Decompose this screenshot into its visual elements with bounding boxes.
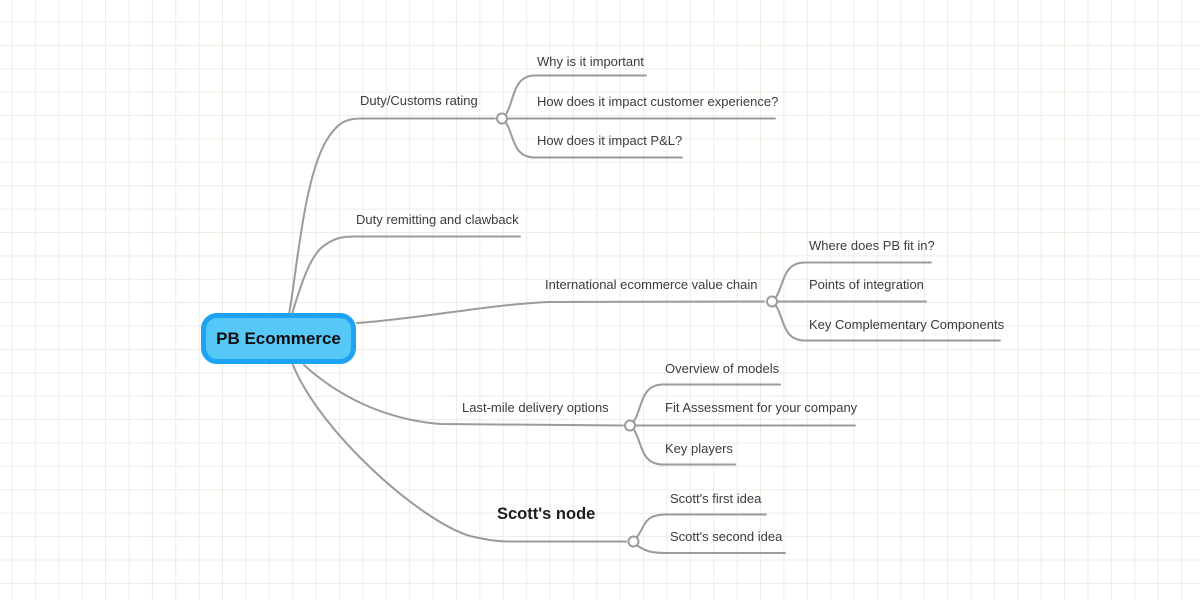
node-impact-pnl[interactable]: How does it impact P&L? (537, 133, 683, 148)
branch-line-impact-pnl (505, 122, 683, 159)
node-duty-remitting-clawback[interactable]: Duty remitting and clawback (356, 212, 519, 227)
node-key-players[interactable]: Key players (665, 441, 733, 456)
node-points-of-integration[interactable]: Points of integration (809, 277, 924, 292)
junction-scotts-node[interactable] (627, 535, 640, 548)
junction-last-mile[interactable] (624, 419, 636, 432)
node-international-value-chain[interactable]: International ecommerce value chain (545, 277, 758, 292)
branch-line-key-players (633, 429, 736, 466)
node-duty-customs-rating[interactable]: Duty/Customs rating (360, 93, 478, 108)
branch-line-last-mile (303, 364, 624, 427)
branch-line-international (356, 300, 765, 324)
branch-line-where-pb-fit (775, 261, 932, 298)
branch-line-why-important (505, 74, 647, 115)
root-node-pb-ecommerce[interactable]: PB Ecommerce (201, 313, 356, 364)
node-last-mile-delivery[interactable]: Last-mile delivery options (462, 400, 609, 415)
node-overview-of-models[interactable]: Overview of models (665, 361, 780, 376)
node-key-complementary-components[interactable]: Key Complementary Components (809, 317, 1005, 332)
node-scotts-node[interactable]: Scott's node (497, 505, 596, 523)
node-why-important[interactable]: Why is it important (537, 54, 644, 69)
branch-line-scotts-second-idea (637, 545, 786, 554)
branch-line-scotts-first-idea (636, 513, 767, 538)
junction-duty-customs[interactable] (496, 112, 508, 125)
node-scotts-second-idea[interactable]: Scott's second idea (670, 529, 783, 544)
node-fit-assessment[interactable]: Fit Assessment for your company (665, 400, 858, 415)
branch-line-duty-customs (288, 117, 496, 315)
branch-line-overview-models (633, 383, 781, 422)
branch-line-key-components (775, 305, 1001, 342)
node-impact-customer-experience[interactable]: How does it impact customer experience? (537, 94, 779, 109)
junction-international[interactable] (766, 295, 778, 308)
node-scotts-first-idea[interactable]: Scott's first idea (670, 491, 762, 506)
branch-line-scotts-node (292, 364, 627, 543)
branch-line-duty-remitting (291, 235, 521, 315)
node-where-pb-fit[interactable]: Where does PB fit in? (809, 238, 935, 253)
